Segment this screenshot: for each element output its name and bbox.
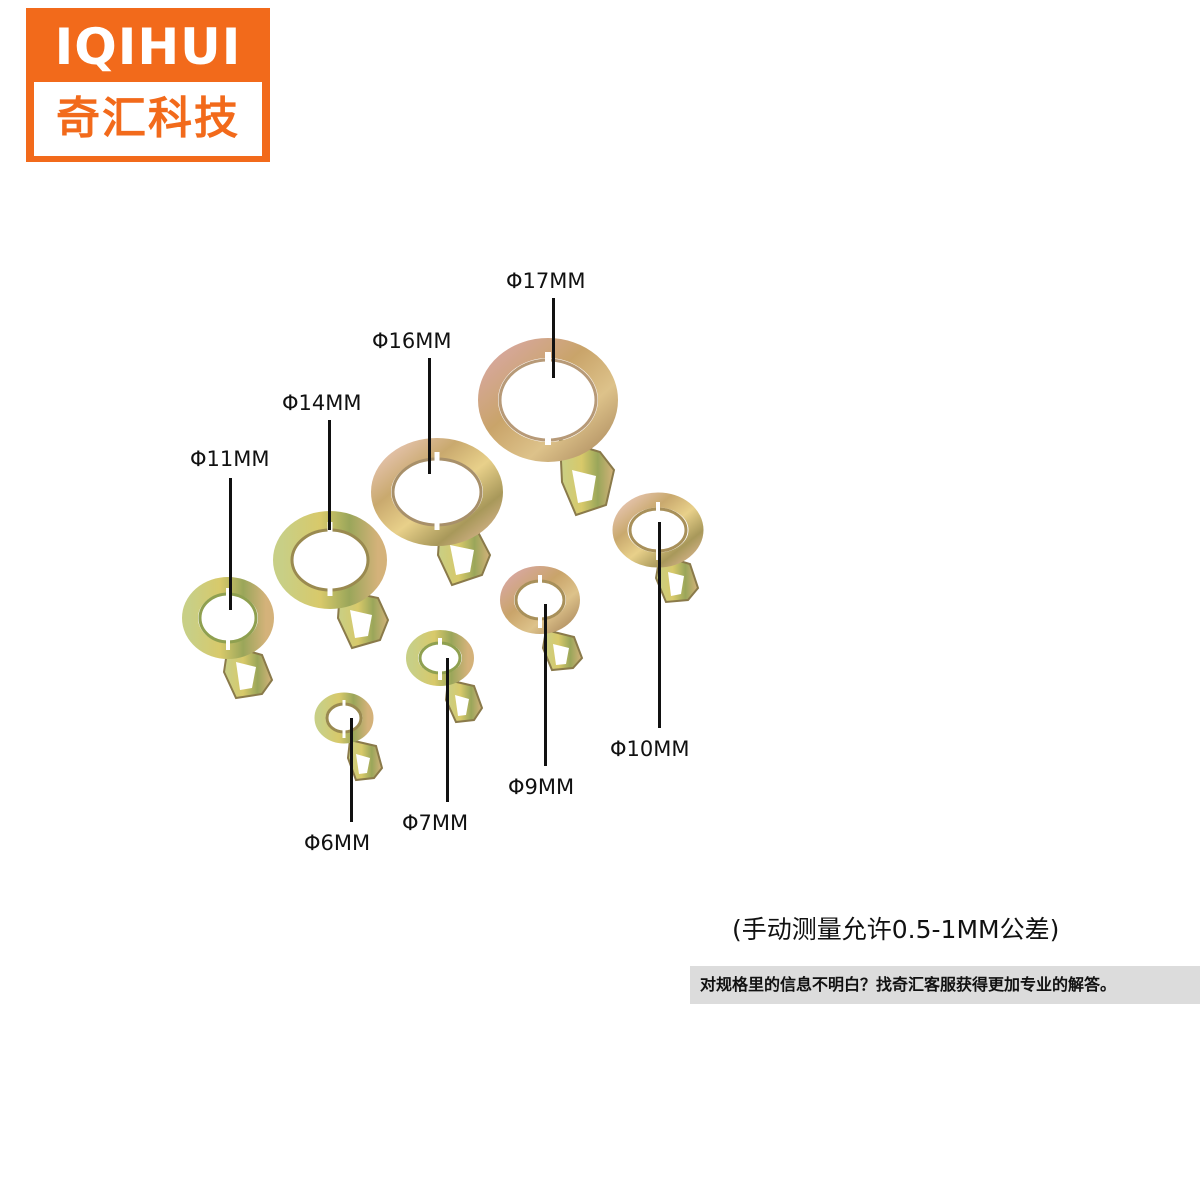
leader-line-10mm (658, 522, 661, 728)
size-label-11mm: Φ11MM (190, 447, 270, 471)
clamp-16mm (371, 438, 503, 587)
leader-line-17mm (552, 298, 555, 378)
brand-logo: IQIHUI 奇汇科技 (26, 8, 270, 162)
clamp-9mm (500, 566, 584, 672)
size-label-14mm: Φ14MM (282, 391, 362, 415)
customer-service-banner: 对规格里的信息不明白？找奇汇客服获得更加专业的解答。 (690, 966, 1200, 1004)
brand-name-cn-box: 奇汇科技 (34, 82, 262, 156)
size-label-10mm: Φ10MM (610, 737, 690, 761)
brand-name-cn: 奇汇科技 (56, 93, 240, 144)
clamp-11mm (182, 577, 274, 700)
clamp-7mm (406, 630, 484, 724)
customer-service-text: 对规格里的信息不明白？找奇汇客服获得更加专业的解答。 (700, 975, 1117, 994)
leader-line-16mm (428, 358, 431, 474)
tolerance-note: (手动测量允许0.5-1MM公差) (732, 915, 1060, 944)
size-label-17mm: Φ17MM (506, 269, 586, 293)
clamp-17mm (478, 338, 618, 517)
leader-line-9mm (544, 604, 547, 766)
leader-line-14mm (328, 420, 331, 530)
leader-line-7mm (446, 658, 449, 802)
brand-name-en: IQIHUI (54, 18, 242, 76)
leader-line-11mm (229, 478, 232, 610)
size-label-6mm: Φ6MM (304, 831, 371, 855)
size-label-7mm: Φ7MM (402, 811, 469, 835)
size-label-9mm: Φ9MM (508, 775, 575, 799)
size-label-16mm: Φ16MM (372, 329, 452, 353)
clamp-6mm (314, 692, 384, 782)
leader-line-6mm (350, 718, 353, 822)
clamp-14mm (273, 511, 390, 650)
